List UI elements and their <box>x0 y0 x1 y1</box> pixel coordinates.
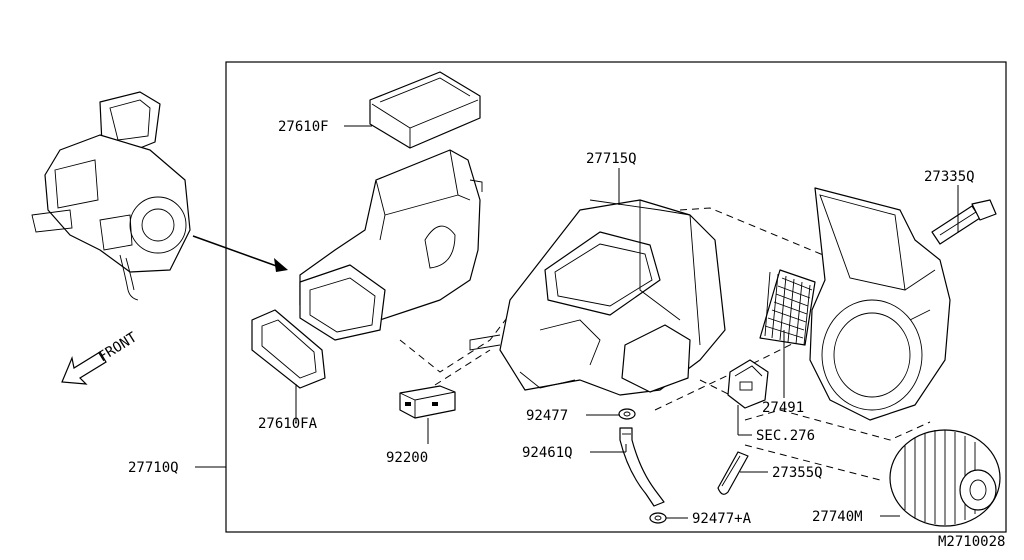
label-27610FA: 27610FA <box>258 416 318 432</box>
part-27610F-drawing <box>369 71 481 149</box>
label-SEC276: SEC.276 <box>756 428 815 444</box>
label-27335Q: 27335Q <box>924 169 975 185</box>
overview-arrow <box>192 235 288 272</box>
part-92477-drawing <box>618 408 636 420</box>
leader-lines <box>195 125 959 519</box>
label-27491: 27491 <box>762 400 804 416</box>
label-92461Q: 92461Q <box>522 445 573 461</box>
blower-case-drawing <box>809 187 951 421</box>
part-27715Q-drawing <box>469 199 726 396</box>
part-27355Q-drawing <box>717 451 749 495</box>
part-27335Q-drawing <box>931 199 997 245</box>
part-92477A-drawing <box>649 512 667 524</box>
label-92477A: 92477+A <box>692 511 752 527</box>
part-27610FA-drawing <box>251 309 326 389</box>
front-label: FRONT <box>96 329 141 365</box>
label-27740M: 27740M <box>812 509 863 525</box>
label-27610F: 27610F <box>278 119 329 135</box>
part-SEC276-drawing <box>727 359 769 409</box>
label-27710Q: 27710Q <box>128 460 179 476</box>
part-27740M-drawing <box>889 429 1001 527</box>
overview-assembly-drawing <box>31 91 191 301</box>
part-27491-drawing <box>759 269 816 346</box>
diagram-reference-code: M2710028 <box>938 534 1005 550</box>
part-92461Q-drawing <box>619 427 665 507</box>
label-92200: 92200 <box>386 450 428 466</box>
front-arrow-icon <box>61 351 107 385</box>
label-92477: 92477 <box>526 408 568 424</box>
label-27715Q: 27715Q <box>586 151 637 167</box>
label-27355Q: 27355Q <box>772 465 823 481</box>
part-92200-drawing <box>399 385 456 419</box>
intake-unit-drawing <box>299 149 483 341</box>
assembly-frame <box>225 61 1007 533</box>
